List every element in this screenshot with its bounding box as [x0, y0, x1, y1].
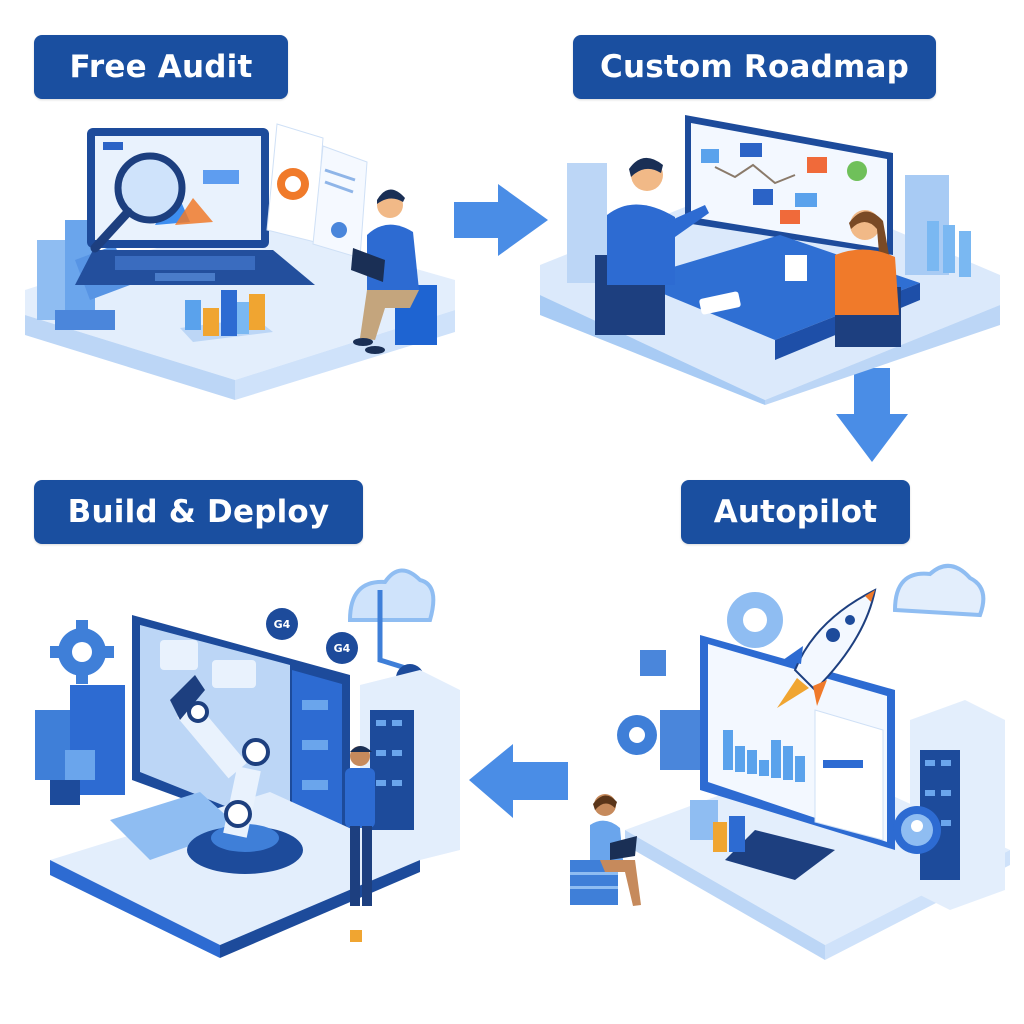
free-audit-illustration [25, 123, 455, 400]
bar-chart-model [180, 290, 273, 342]
robotic-arm [170, 675, 303, 874]
roadmap-monitor [685, 115, 893, 255]
gear-icon [50, 620, 114, 684]
report-documents [266, 123, 368, 259]
stacked-blocks [35, 685, 125, 805]
step-label-autopilot: Autopilot [681, 480, 910, 544]
arrow-right-icon [454, 184, 548, 256]
magnifying-glass-icon [90, 152, 186, 253]
step-label-custom-roadmap: Custom Roadmap [573, 35, 936, 99]
woman-with-laptop [570, 794, 641, 906]
gear-icon [727, 592, 783, 648]
step-label-build-deploy: Build & Deploy [34, 480, 363, 544]
engineer [345, 746, 375, 906]
badge-g4-2: G4 [326, 632, 358, 664]
server-rack [910, 700, 1005, 910]
build-deploy-illustration: G4 G4 G5 [35, 568, 460, 958]
rocket-icon [777, 588, 877, 708]
cloud-icon [347, 568, 436, 622]
custom-roadmap-illustration [540, 115, 1000, 405]
cloud-icon [892, 564, 986, 618]
arrow-down-icon [836, 368, 908, 462]
cube [640, 650, 666, 676]
gear-icon [617, 715, 657, 755]
man-with-laptop [351, 189, 437, 354]
dashboard-monitor [700, 635, 895, 880]
woman-at-desk [835, 210, 901, 347]
badge-g4-1: G4 [266, 608, 298, 640]
svg-text:G4: G4 [334, 642, 351, 655]
autopilot-illustration [570, 564, 1010, 960]
arrow-left-icon [469, 744, 568, 818]
user-profile-badge [893, 806, 941, 854]
dashboard-bar-chart [723, 730, 805, 782]
server-rack [360, 670, 460, 865]
svg-text:G4: G4 [274, 618, 291, 631]
man-presenting [595, 157, 709, 335]
step-label-free-audit: Free Audit [34, 35, 288, 99]
